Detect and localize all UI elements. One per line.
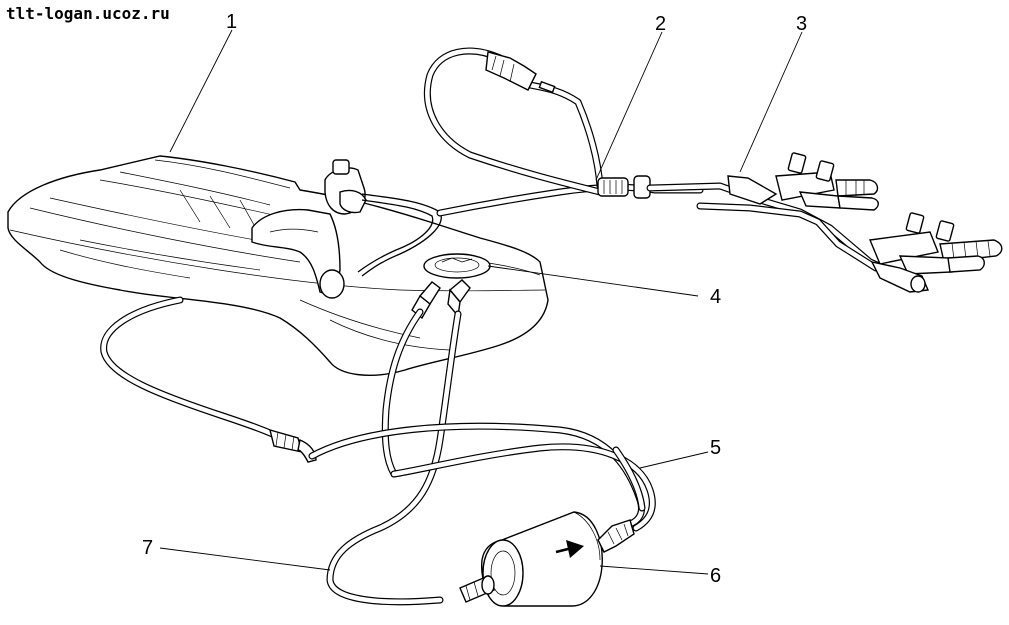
flow-arrow-icon: [555, 540, 584, 558]
fuel-rail-with-injectors-icon: [646, 152, 1003, 293]
callout-3-fuel-rail: 3: [796, 13, 807, 35]
callout-6-fuel-filter: 6: [710, 565, 721, 587]
callout-4-pump-flange: 4: [710, 286, 721, 308]
leader-lines: [159, 29, 803, 575]
fuel-filter-icon: [459, 511, 635, 607]
callout-1-tank: 1: [226, 11, 237, 33]
pump-outlet-connectors-icon: [411, 279, 471, 320]
quick-connector-icon: [485, 51, 556, 94]
callout-7-supply-hose: 7: [142, 537, 153, 559]
line-clip-icon: [597, 175, 651, 199]
fuel-pump-flange-icon: [423, 253, 491, 279]
callout-5-line-bundle: 5: [710, 437, 721, 459]
watermark-text: tlt-logan.ucoz.ru: [6, 4, 170, 23]
callout-2-feed-line: 2: [655, 13, 666, 35]
